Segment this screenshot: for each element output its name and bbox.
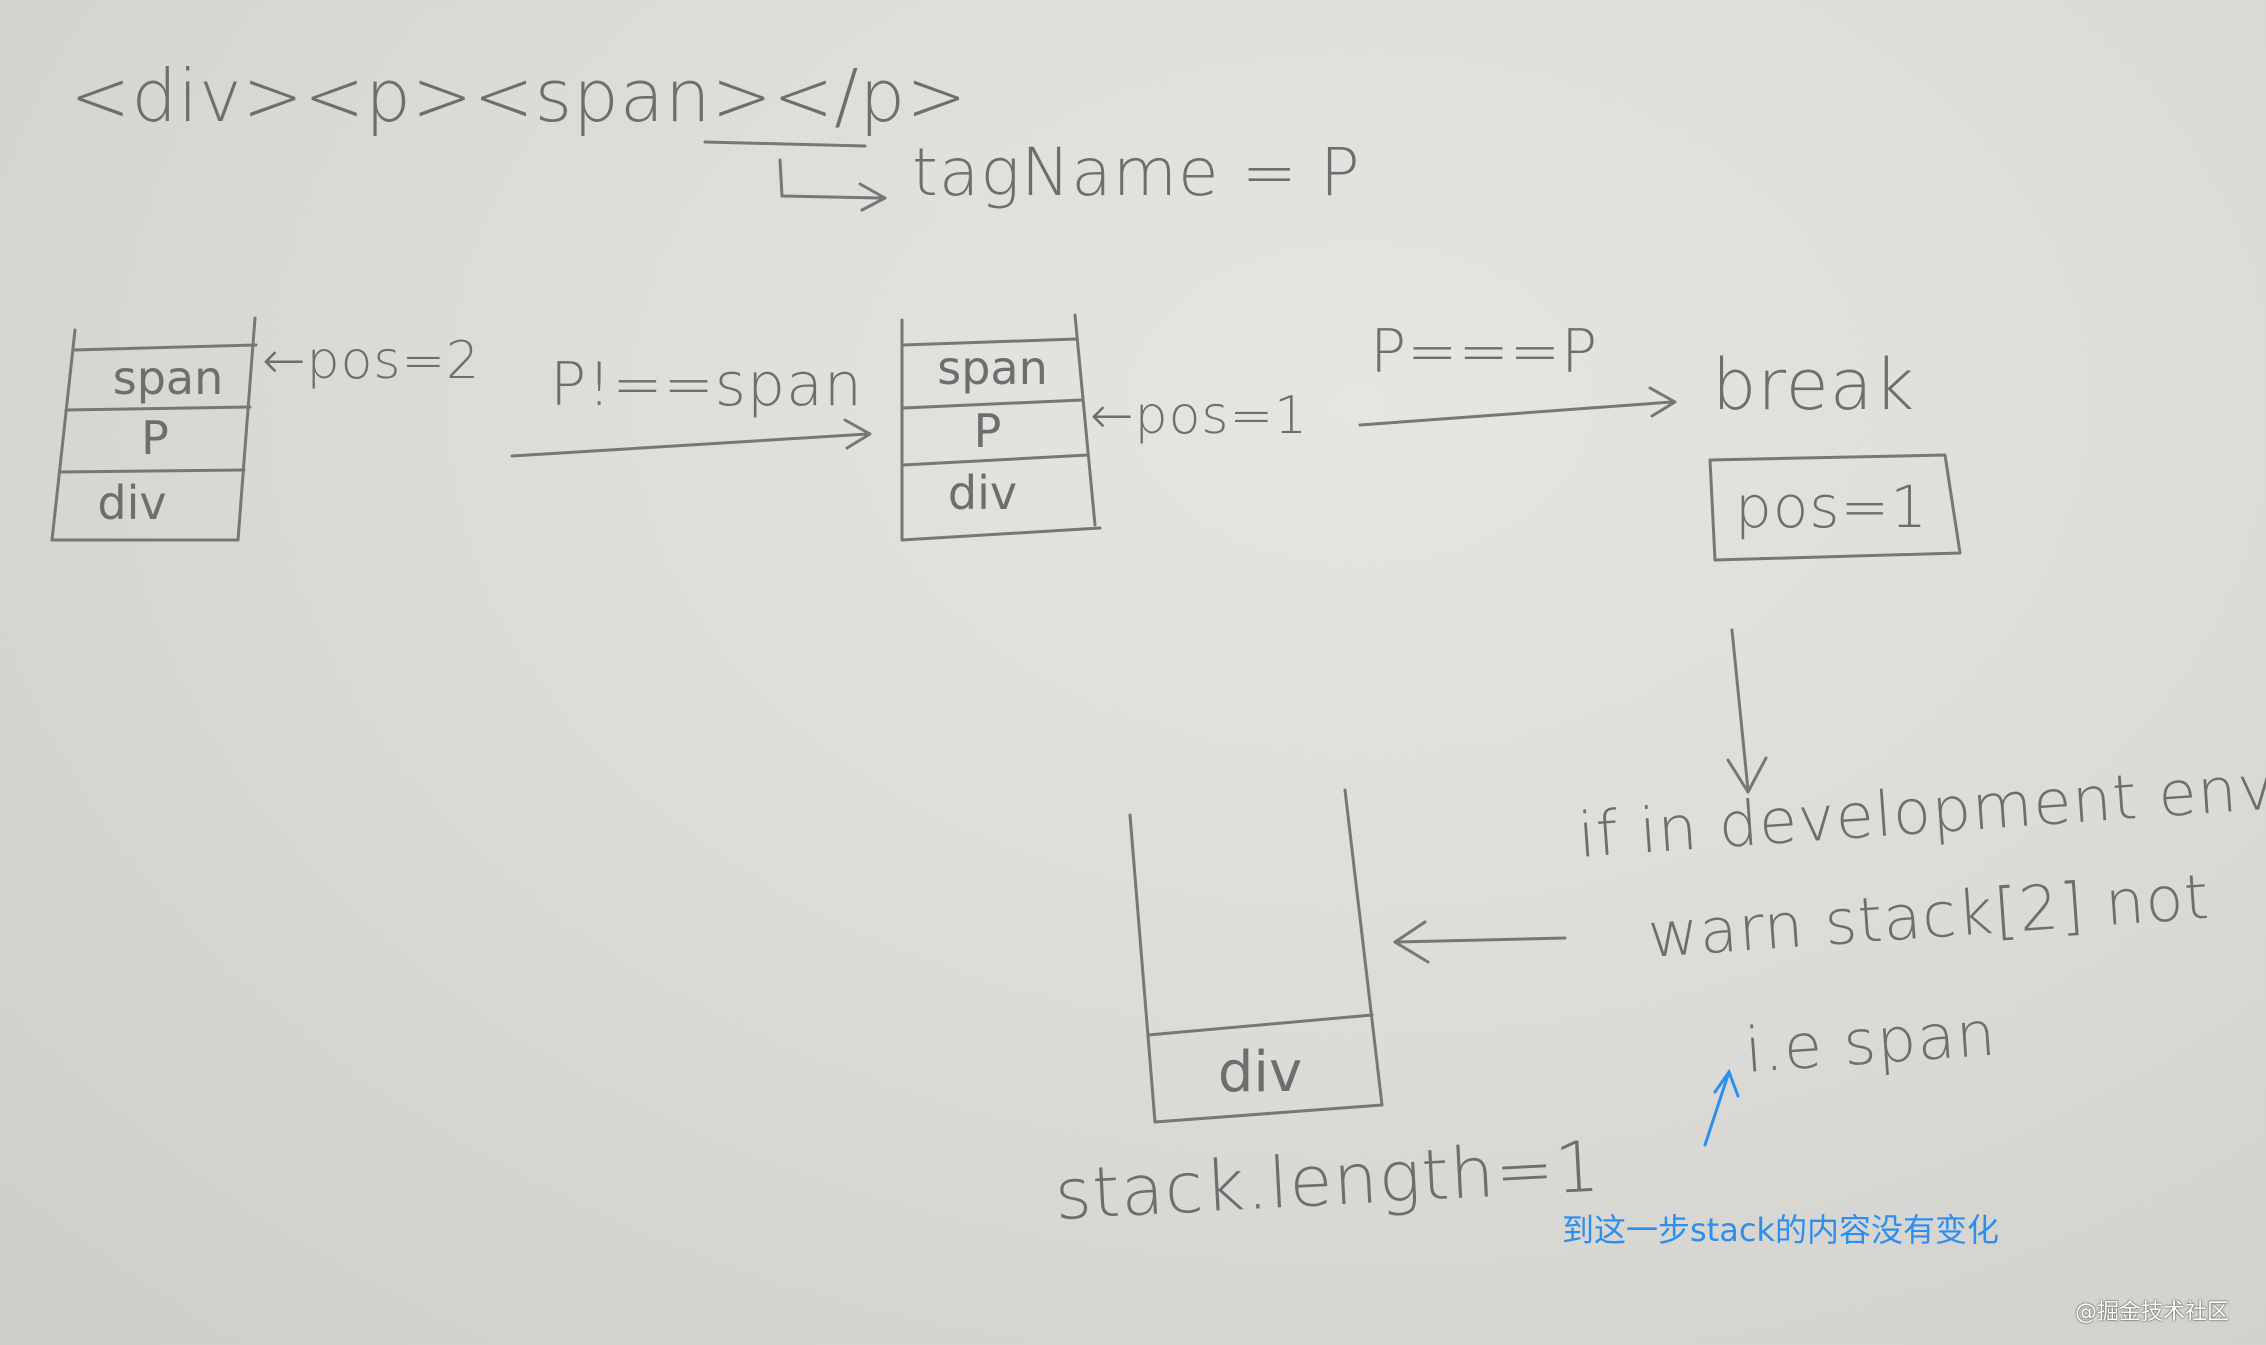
stack1-cell-div: div bbox=[97, 476, 167, 530]
stack2-cell-span: span bbox=[937, 341, 1048, 395]
final-stack-divider bbox=[1146, 1013, 1374, 1037]
stack2-cell-div: div bbox=[947, 466, 1018, 520]
stack2-outline bbox=[900, 313, 1102, 542]
stack1-divider-top bbox=[72, 343, 258, 352]
stack1-divider-2 bbox=[58, 468, 246, 474]
annotation-arrow bbox=[1703, 1068, 1740, 1147]
break-label: break bbox=[1712, 344, 1916, 426]
closing-tag-underline bbox=[703, 140, 867, 148]
html-markup: <div><p><span></p> bbox=[70, 54, 968, 138]
warning-line-3: i.e span bbox=[1742, 996, 1999, 1087]
stack2-cell-p: P bbox=[973, 404, 1002, 458]
transition1-label: P!==span bbox=[550, 350, 863, 420]
down-arrow bbox=[1726, 628, 1768, 794]
transition2-label: P===P bbox=[1370, 317, 1599, 387]
stack2-divider-1 bbox=[901, 398, 1084, 410]
stack1-cell-p: P bbox=[141, 411, 169, 465]
tagname-label: tagName = P bbox=[912, 134, 1361, 211]
stack1-pos-pointer: ←pos=2 bbox=[262, 331, 481, 391]
watermark: @掘金技术社区 bbox=[2075, 1300, 2230, 1325]
result-pos-label: pos=1 bbox=[1735, 473, 1929, 541]
final-stack-cell-div: div bbox=[1217, 1040, 1303, 1105]
stack1-cell-span: span bbox=[112, 351, 224, 405]
stack1-outline bbox=[50, 316, 257, 542]
result-pos-box bbox=[1708, 453, 1962, 562]
stack2-pos-pointer: ←pos=1 bbox=[1090, 386, 1309, 446]
transition2-arrow bbox=[1358, 386, 1677, 427]
final-stack-outline bbox=[1128, 788, 1384, 1124]
stack1-divider-1 bbox=[64, 405, 252, 412]
transition1-arrow bbox=[510, 418, 872, 458]
tagname-hook-arrow bbox=[778, 158, 887, 212]
stack2-divider-top bbox=[901, 337, 1078, 347]
stack2-divider-2 bbox=[901, 453, 1090, 467]
warning-arrow bbox=[1393, 920, 1567, 964]
annotation-note: 到这一步stack的内容没有变化 bbox=[1562, 1211, 1999, 1249]
